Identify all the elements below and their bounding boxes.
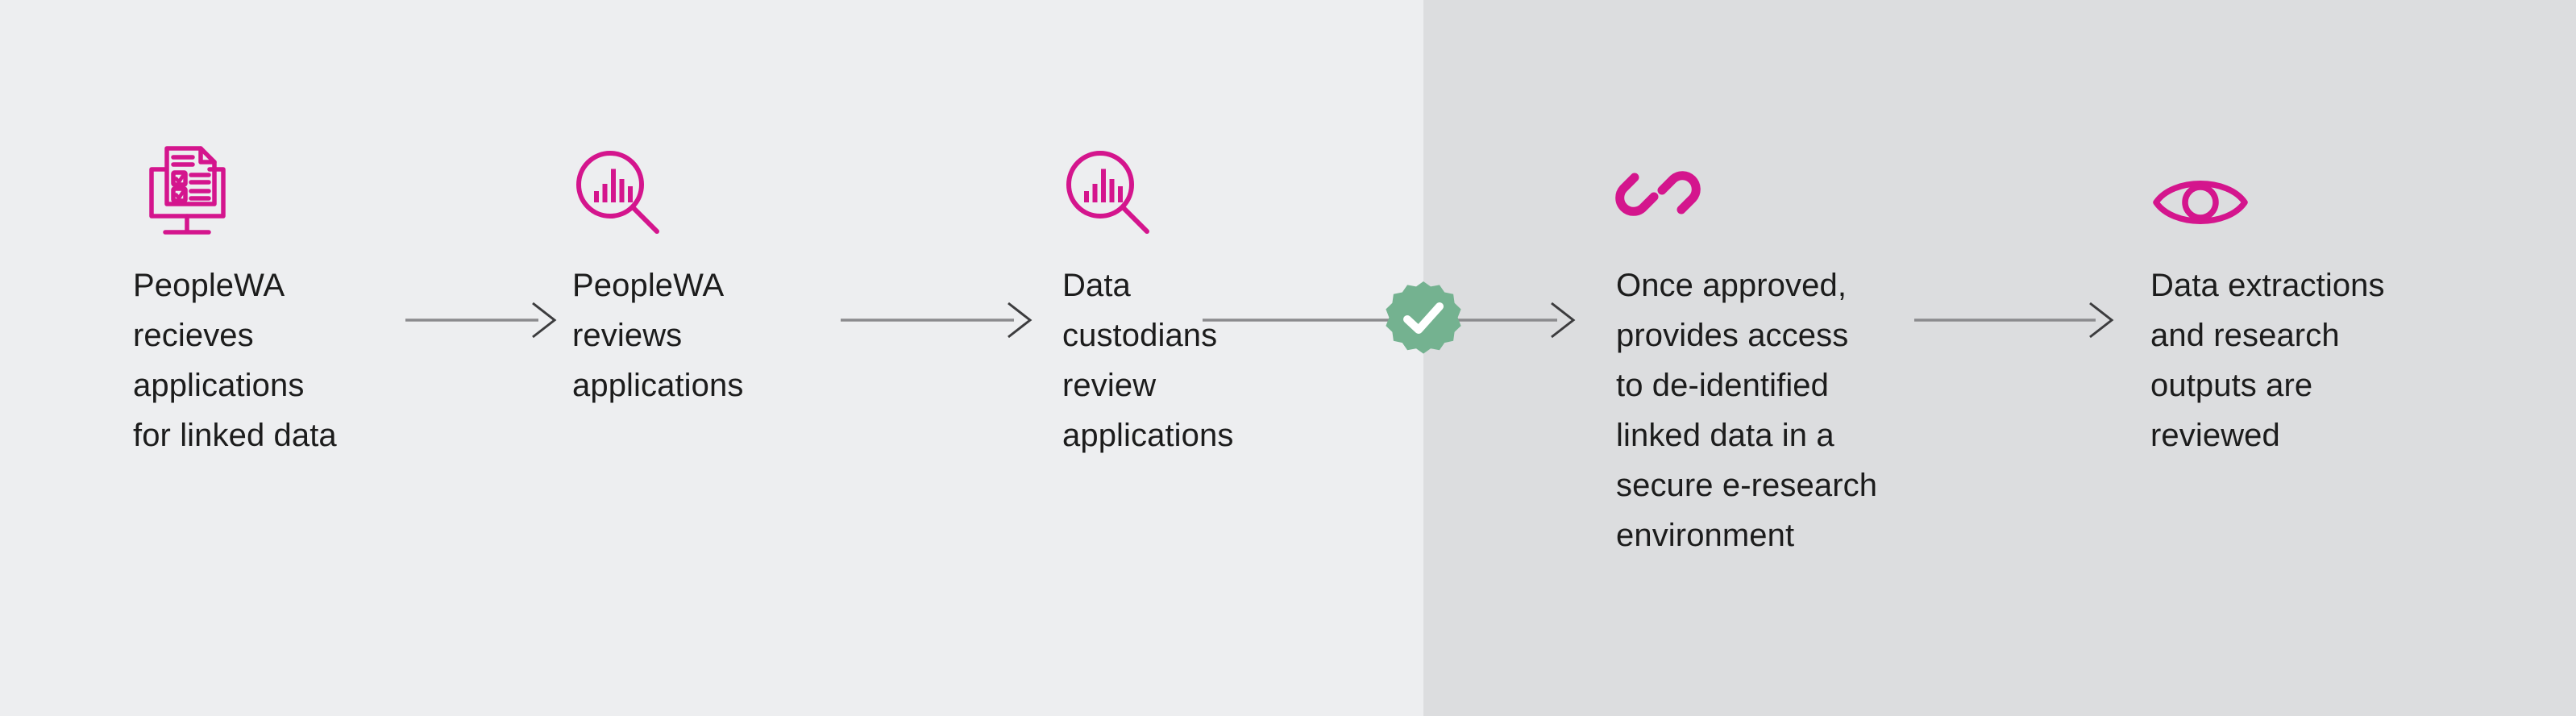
process-step-2: PeopleWA reviews applications xyxy=(572,129,814,410)
process-step-1: PeopleWA recieves applications for linke… xyxy=(133,129,399,460)
connector-arrow-1 xyxy=(405,302,559,339)
process-step-4: Once approved, provides access to de-ide… xyxy=(1615,129,1930,560)
step-3-label: Data custodians review applications xyxy=(1062,268,1234,453)
connector-arrow-3 xyxy=(1203,302,1577,339)
connector-arrow-4 xyxy=(1914,302,2116,339)
connector-arrow-2 xyxy=(841,302,1034,339)
step-1-label: PeopleWA recieves applications for linke… xyxy=(133,268,337,453)
step-1-icon-wrap xyxy=(133,129,399,238)
magnifier-bar-chart-icon xyxy=(572,147,663,237)
background-band-right xyxy=(1423,0,2576,716)
monitor-checklist-icon xyxy=(133,135,241,244)
check-badge-icon xyxy=(1383,279,1464,360)
background-band-left xyxy=(0,0,1423,716)
eye-icon xyxy=(2150,171,2250,234)
chain-link-icon xyxy=(1615,152,1701,235)
approval-check-badge xyxy=(1383,279,1464,360)
step-5-label: Data extractions and research outputs ar… xyxy=(2150,268,2385,453)
magnifier-bar-chart-icon xyxy=(1062,147,1153,237)
process-step-3: Data custodians review applications xyxy=(1062,129,1288,460)
step-4-label: Once approved, provides access to de-ide… xyxy=(1616,268,1878,553)
step-2-icon-wrap xyxy=(572,129,814,238)
step-2-label: PeopleWA reviews applications xyxy=(572,268,744,403)
step-5-icon-wrap xyxy=(2150,129,2473,238)
step-3-icon-wrap xyxy=(1062,129,1288,238)
process-step-5: Data extractions and research outputs ar… xyxy=(2150,129,2473,460)
step-4-icon-wrap xyxy=(1615,129,1930,238)
